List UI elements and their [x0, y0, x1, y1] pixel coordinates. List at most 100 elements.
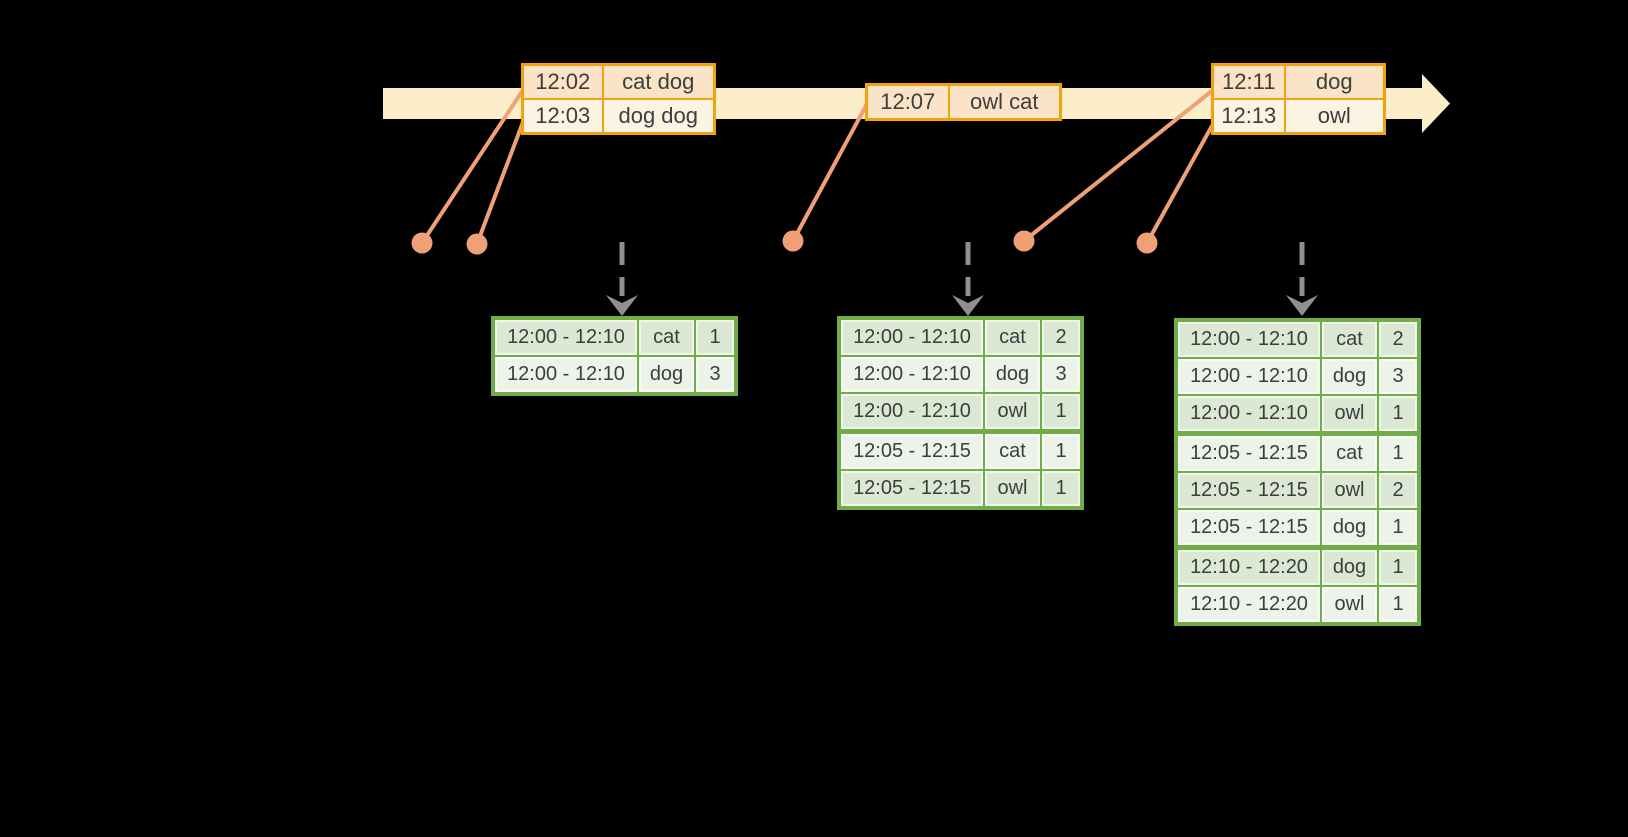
- count-cell: 2: [1377, 319, 1420, 359]
- trigger-arrows: [606, 242, 1318, 316]
- count-cell: 1: [1377, 545, 1420, 587]
- window-cell: 12:05 - 12:15: [838, 469, 985, 509]
- word-cell: cat: [1320, 431, 1379, 473]
- count-cell: 3: [1377, 357, 1420, 396]
- words-cell: cat dog: [601, 63, 716, 100]
- window-cell: 12:00 - 12:10: [1175, 357, 1322, 396]
- trigger-arrow: [606, 242, 638, 316]
- time-cell: 12:03: [521, 98, 604, 135]
- word-cell: cat: [1320, 319, 1379, 359]
- words-cell: dog: [1283, 63, 1386, 100]
- count-cell: 1: [1377, 431, 1420, 473]
- trigger-arrow: [952, 242, 984, 316]
- count-cell: 3: [1040, 355, 1083, 394]
- window-cell: 12:05 - 12:15: [838, 429, 985, 471]
- event-dot: [466, 233, 488, 255]
- event-connector-line: [1145, 123, 1215, 244]
- window-cell: 12:00 - 12:10: [1175, 319, 1322, 359]
- window-cell: 12:05 - 12:15: [1175, 471, 1322, 510]
- word-cell: dog: [1320, 357, 1379, 396]
- window-cell: 12:05 - 12:15: [1175, 431, 1322, 473]
- count-cell: 1: [1040, 392, 1083, 433]
- count-cell: 1: [1040, 429, 1083, 471]
- word-cell: owl: [1320, 585, 1379, 625]
- window-cell: 12:00 - 12:10: [838, 317, 985, 357]
- count-cell: 1: [1040, 469, 1083, 509]
- word-cell: dog: [637, 355, 696, 395]
- arrow-down-icon: [952, 295, 984, 316]
- event-dot: [1013, 230, 1035, 252]
- word-cell: owl: [983, 392, 1042, 433]
- word-cell: cat: [983, 429, 1042, 471]
- window-cell: 12:10 - 12:20: [1175, 585, 1322, 625]
- event-connector-line: [791, 101, 870, 242]
- words-cell: owl: [1283, 98, 1386, 135]
- time-cell: 12:07: [865, 83, 950, 121]
- window-cell: 12:10 - 12:20: [1175, 545, 1322, 587]
- word-cell: cat: [637, 317, 696, 357]
- word-cell: dog: [1320, 508, 1379, 549]
- event-dots: [411, 230, 1158, 255]
- window-cell: 12:00 - 12:10: [838, 355, 985, 394]
- time-cell: 12:11: [1211, 63, 1286, 100]
- word-cell: cat: [983, 317, 1042, 357]
- event-dot: [411, 232, 433, 254]
- words-cell: dog dog: [601, 98, 716, 135]
- timeline-arrowhead-icon: [1422, 74, 1450, 133]
- word-cell: dog: [1320, 545, 1379, 587]
- count-cell: 3: [694, 355, 737, 395]
- window-cell: 12:00 - 12:10: [492, 317, 639, 357]
- event-dot: [782, 230, 804, 252]
- arrow-down-icon: [606, 295, 638, 316]
- words-cell: owl cat: [947, 83, 1062, 121]
- count-cell: 2: [1040, 317, 1083, 357]
- time-cell: 12:13: [1211, 98, 1286, 135]
- word-cell: owl: [1320, 394, 1379, 435]
- event-connector-line: [420, 88, 525, 245]
- time-cell: 12:02: [521, 63, 604, 100]
- count-cell: 2: [1377, 471, 1420, 510]
- window-cell: 12:00 - 12:10: [492, 355, 639, 395]
- window-cell: 12:00 - 12:10: [838, 392, 985, 433]
- arrow-down-icon: [1286, 295, 1318, 316]
- count-cell: 1: [1377, 585, 1420, 625]
- trigger-arrow: [1286, 242, 1318, 316]
- word-cell: dog: [983, 355, 1042, 394]
- event-connector-lines: [420, 88, 1215, 245]
- window-cell: 12:05 - 12:15: [1175, 508, 1322, 549]
- count-cell: 1: [1377, 508, 1420, 549]
- count-cell: 1: [694, 317, 737, 357]
- word-cell: owl: [983, 469, 1042, 509]
- event-dot: [1136, 232, 1158, 254]
- count-cell: 1: [1377, 394, 1420, 435]
- event-connector-line: [1022, 88, 1215, 243]
- window-cell: 12:00 - 12:10: [1175, 394, 1322, 435]
